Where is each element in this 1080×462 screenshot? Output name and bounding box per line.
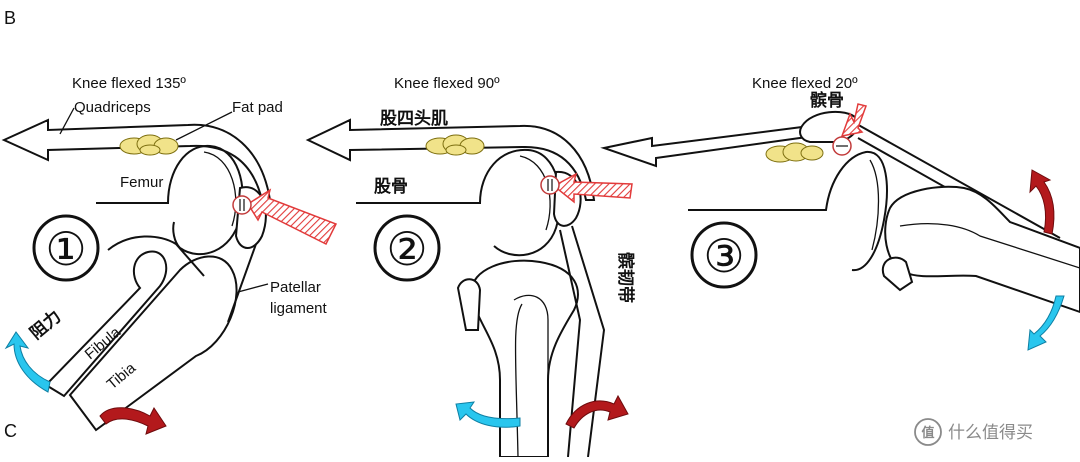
quadriceps-label: Quadriceps xyxy=(74,99,151,116)
patellar-label: Patellar xyxy=(270,279,321,296)
rotation-arrow-1 xyxy=(99,407,167,435)
fibula-bone xyxy=(44,250,168,398)
ligament-label: ligament xyxy=(270,300,328,317)
resistance-arrow-2 xyxy=(455,401,521,428)
step-3-number: ③ xyxy=(703,229,744,283)
panel-1-title: Knee flexed 135º xyxy=(72,75,186,92)
fat-pad-label: Fat pad xyxy=(232,99,283,116)
resistance-arrow-1 xyxy=(4,331,51,393)
contact-point-2 xyxy=(540,175,560,195)
fat-pad-blob xyxy=(425,134,485,156)
svg-text:值: 值 xyxy=(921,425,934,441)
watermark-text: 什么值得买 xyxy=(948,423,1033,443)
panel-3-title: Knee flexed 20º xyxy=(752,75,858,92)
tibia-bone xyxy=(68,255,238,432)
contact-point-1 xyxy=(232,195,252,215)
watermark: 值 什么值得买 xyxy=(914,418,1033,446)
resistance-arrow-3 xyxy=(1027,295,1065,351)
panel-1: Knee flexed 135º Quadriceps Fat pad Femu… xyxy=(1,75,338,435)
force-arrow-2 xyxy=(552,172,633,204)
patella-label: 髌骨 xyxy=(810,90,844,111)
panel-label-b: B xyxy=(4,8,16,28)
patellar-ligament xyxy=(571,225,606,458)
patellar-ligament xyxy=(227,243,257,323)
femur-label: Femur xyxy=(120,174,163,191)
rotation-arrow-2 xyxy=(565,394,629,429)
tibia-bone xyxy=(470,259,579,458)
quadriceps-label: 股四头肌 xyxy=(380,109,448,129)
femur-outline xyxy=(688,150,888,272)
step-3-badge xyxy=(690,221,758,289)
step-1-badge xyxy=(32,214,100,282)
panel-2-title: Knee flexed 90º xyxy=(394,75,500,92)
fibula-bone xyxy=(881,256,914,292)
quadriceps-arrow xyxy=(305,118,596,201)
force-arrow-3 xyxy=(840,103,867,137)
femur-label: 股骨 xyxy=(374,177,408,197)
panel-3: Knee flexed 20º 髌骨 ③ xyxy=(600,75,1080,351)
step-2-number: ② xyxy=(386,222,427,276)
panel-2: Knee flexed 90º 股四头肌 股骨 髌韧带 ② xyxy=(305,75,636,458)
patellar-ligament-label: 髌韧带 xyxy=(615,252,636,303)
force-arrow-1 xyxy=(246,188,338,246)
rotation-arrow-3 xyxy=(1029,169,1055,235)
watermark-logo-icon xyxy=(914,418,942,446)
step-2-badge xyxy=(373,214,441,282)
fibula-bone xyxy=(456,278,482,331)
femur-outline xyxy=(96,144,244,256)
fat-pad-blob xyxy=(119,134,179,156)
resistance-label: 阻力 xyxy=(26,306,66,344)
step-1-number: ① xyxy=(45,222,86,276)
panel-label-c: C xyxy=(4,421,17,441)
fat-pad-blob xyxy=(765,142,824,163)
